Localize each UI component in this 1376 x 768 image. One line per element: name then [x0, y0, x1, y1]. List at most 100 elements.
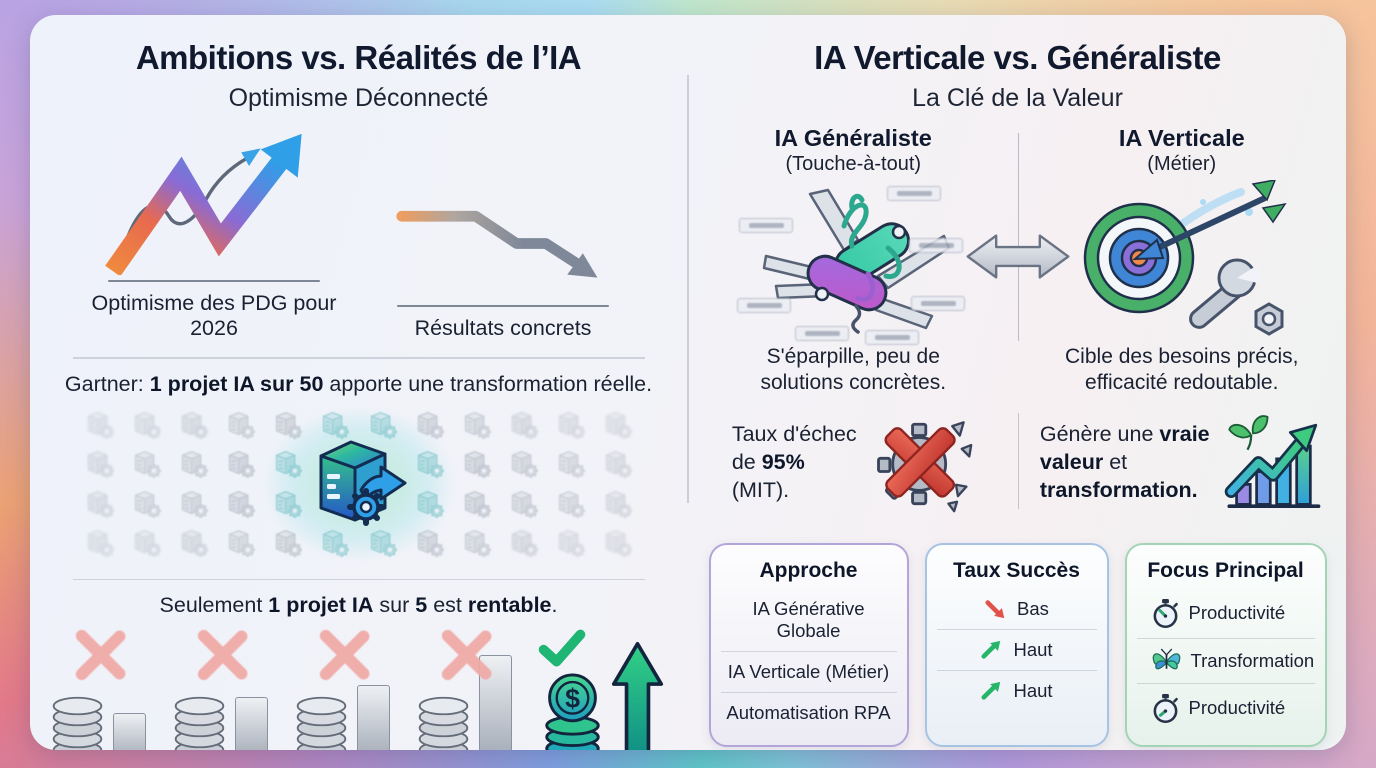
revenue-bar: [235, 697, 268, 750]
row-label: Haut: [1013, 638, 1053, 660]
grid-cell: [264, 405, 311, 445]
ai-project-server-gear-icon: [370, 411, 397, 439]
ai-project-server-gear-icon: [276, 411, 303, 439]
rising-zigzag-arrow-icon: [105, 133, 302, 277]
row-label: Productivité: [1188, 697, 1286, 719]
verticale-subheading: (Métier): [1147, 153, 1217, 175]
grid-cell: [170, 484, 217, 524]
grid-cell: [264, 444, 311, 484]
fail-x-icon: [319, 629, 369, 681]
ai-project-server-gear-icon: [134, 490, 161, 518]
left-title: Ambitions vs. Réalités de l’IA: [135, 39, 582, 76]
ai-project-server-gear-icon: [181, 530, 208, 558]
ai-project-server-gear-icon: [87, 451, 114, 479]
grid-cell: [76, 523, 123, 563]
grid-cell: [123, 444, 170, 484]
grid-cell: [453, 484, 500, 524]
ai-project-server-gear-icon: [228, 490, 256, 518]
ai-project-server-gear-icon: [464, 490, 491, 518]
growth-chart-plant-icon: [1224, 415, 1320, 509]
butterfly-icon: [1152, 648, 1180, 670]
grid-cell: [264, 523, 311, 563]
left-subtitle: Optimisme Déconnecté: [228, 84, 489, 112]
ai-project-server-gear-icon: [87, 530, 114, 558]
ai-project-server-gear-icon: [511, 490, 539, 518]
grid-cell: [547, 444, 594, 484]
card-row: Transformation: [1136, 639, 1315, 684]
grid-cell: [406, 405, 453, 445]
ai-project-server-gear-icon: [276, 490, 303, 518]
comparison-cards: Approche IA Générative Globale IA Vertic…: [689, 542, 1346, 747]
row-label: Bas: [1017, 597, 1049, 619]
grid-cell: [500, 484, 547, 524]
grid-cell: [123, 484, 170, 524]
ai-project-server-gear-icon: [511, 411, 539, 439]
chart-baseline: [397, 305, 609, 307]
arrow-up-right-green-icon: [981, 681, 1001, 700]
grid-cell: [500, 405, 547, 445]
grid-cell: [170, 405, 217, 445]
profitability-stat: Seulement 1 projet IA sur 5 est rentable…: [159, 593, 558, 617]
grid-cell: [123, 523, 170, 563]
card-approche: Approche IA Générative Globale IA Vertic…: [708, 542, 909, 747]
grid-cell: [594, 523, 641, 563]
card-title: Approche: [759, 558, 858, 582]
grid-cell: [76, 484, 123, 524]
ai-project-server-gear-icon: [417, 530, 444, 558]
tangled-swiss-army-knife-icon: [737, 180, 969, 345]
ai-project-server-gear-icon: [464, 530, 491, 558]
feature-tag: [887, 186, 942, 201]
right-subtitle: La Clé de la Valeur: [912, 84, 1123, 112]
revenue-bar: [113, 713, 146, 750]
ai-project-server-gear-icon: [323, 530, 350, 558]
panel-verticale-vs-generaliste: IA Verticale vs. Généraliste La Clé de l…: [689, 15, 1346, 750]
ai-project-server-gear-icon: [228, 530, 256, 558]
failed-project: [293, 626, 391, 750]
ai-project-server-gear-icon: [606, 490, 633, 518]
stopwatch-icon: [1153, 693, 1178, 723]
results-chart: Résultats concrets: [376, 152, 631, 341]
grid-cell: [406, 484, 453, 524]
card-row: Bas: [936, 589, 1097, 630]
grid-cell: [594, 405, 641, 445]
grid-cell: [264, 484, 311, 524]
card-title: Taux Succès: [953, 558, 1080, 582]
grid-cell: [170, 444, 217, 484]
generaliste-subheading: (Touche-à-tout): [785, 153, 922, 175]
grid-cell: [170, 523, 217, 563]
fail-x-icon: [197, 629, 247, 681]
stats-divider: [1017, 412, 1019, 509]
coin-stack-icon: [296, 696, 347, 750]
ai-project-server-gear-icon: [606, 530, 633, 558]
grid-cell: [453, 523, 500, 563]
ai-project-server-gear-icon: [134, 530, 161, 558]
ai-project-server-gear-icon: [370, 530, 397, 558]
ai-project-server-gear-icon: [181, 451, 208, 479]
optimism-chart-label: Optimisme des PDG pour 2026: [91, 291, 337, 340]
growth-up-arrow-icon: [611, 642, 664, 750]
card-title: Focus Principal: [1147, 558, 1304, 582]
ai-project-server-gear-icon: [276, 530, 303, 558]
column-divider: [1017, 133, 1019, 341]
ai-project-server-gear-icon: [87, 490, 114, 518]
grid-cell: [406, 523, 453, 563]
card-row: Productivité: [1136, 589, 1315, 639]
results-chart-label: Résultats concrets: [414, 316, 592, 340]
ai-project-server-gear-icon: [606, 411, 633, 439]
failed-project: [171, 626, 269, 750]
ai-project-server-gear-icon: [87, 411, 114, 439]
card-row: Automatisation RPA: [726, 701, 891, 723]
grid-cell: [311, 523, 358, 563]
panel-ambitions-vs-realites: Ambitions vs. Réalités de l’IA Optimisme…: [30, 15, 687, 750]
ai-project-server-gear-icon: [559, 490, 586, 518]
revenue-bar: [357, 685, 390, 750]
feature-tag: [739, 218, 794, 233]
ai-project-server-gear-icon: [181, 411, 208, 439]
feature-tag: [795, 326, 850, 341]
grid-cell: [311, 405, 358, 445]
row-label: Transformation: [1190, 649, 1315, 671]
grid-cell: [547, 484, 594, 524]
feature-tag: [737, 298, 792, 313]
